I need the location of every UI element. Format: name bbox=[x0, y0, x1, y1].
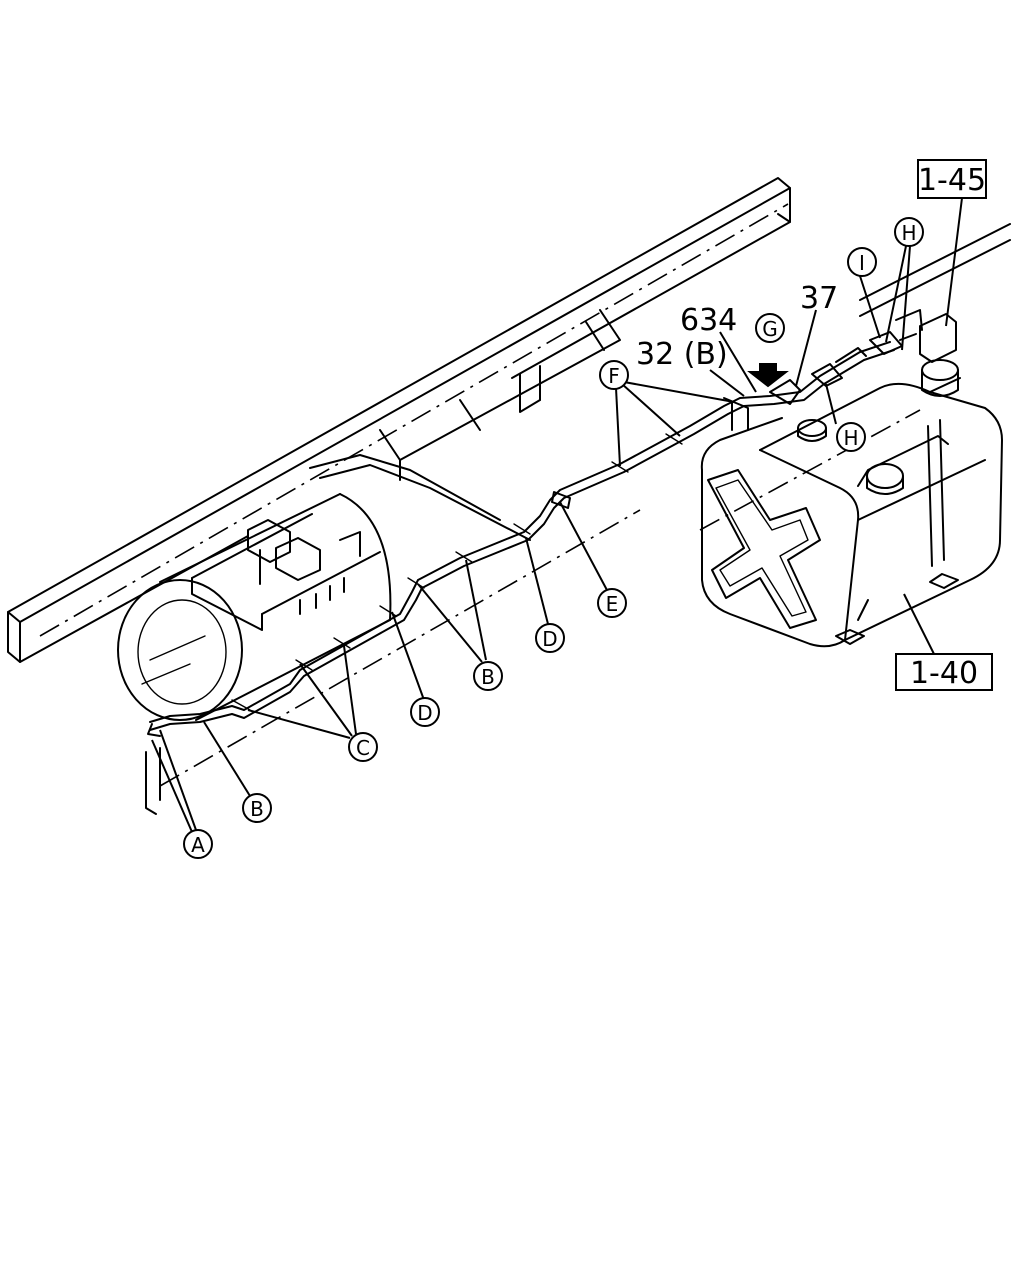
cross-members bbox=[309, 309, 621, 541]
part-number-634: 634 bbox=[680, 303, 737, 338]
callout-g[interactable]: G bbox=[755, 313, 785, 343]
svg-text:H: H bbox=[843, 426, 858, 450]
ref-label-1-45: 1-45 bbox=[918, 163, 986, 198]
callout-i[interactable]: I bbox=[847, 247, 877, 277]
svg-text:G: G bbox=[762, 317, 778, 341]
svg-text:D: D bbox=[542, 627, 557, 651]
leader-lines bbox=[151, 197, 963, 833]
svg-text:D: D bbox=[417, 701, 432, 725]
callout-d-right[interactable]: D bbox=[535, 623, 565, 653]
svg-text:A: A bbox=[191, 833, 205, 857]
callout-b-center[interactable]: B bbox=[473, 661, 503, 691]
ref-label-1-40: 1-40 bbox=[910, 656, 978, 691]
svg-text:B: B bbox=[250, 797, 264, 821]
svg-text:F: F bbox=[608, 364, 620, 388]
fuel-tank bbox=[700, 309, 1003, 648]
svg-text:B: B bbox=[481, 665, 495, 689]
battery-cylinder bbox=[117, 493, 392, 721]
callout-b-left[interactable]: B bbox=[242, 793, 272, 823]
callout-e[interactable]: E bbox=[597, 588, 627, 618]
svg-text:C: C bbox=[356, 736, 370, 760]
part-number-37: 37 bbox=[800, 281, 838, 316]
callout-c[interactable]: C bbox=[348, 732, 378, 762]
ref-box-1-45[interactable]: 1-45 bbox=[917, 159, 987, 199]
part-number-32b: 32 (B) bbox=[636, 337, 728, 372]
callout-d-left[interactable]: D bbox=[410, 697, 440, 727]
callout-f[interactable]: F bbox=[599, 360, 629, 390]
svg-text:H: H bbox=[901, 221, 916, 245]
svg-text:E: E bbox=[606, 592, 619, 616]
fuel-pipe bbox=[147, 331, 917, 737]
callout-h-upper[interactable]: H bbox=[894, 217, 924, 247]
lower-frame-rail bbox=[145, 223, 1011, 815]
frame-rail bbox=[7, 177, 791, 663]
callout-a[interactable]: A bbox=[183, 829, 213, 859]
ref-box-1-40[interactable]: 1-40 bbox=[895, 653, 993, 691]
view-arrow bbox=[747, 363, 789, 388]
callout-h-lower[interactable]: H bbox=[836, 422, 866, 452]
svg-text:I: I bbox=[859, 251, 865, 275]
